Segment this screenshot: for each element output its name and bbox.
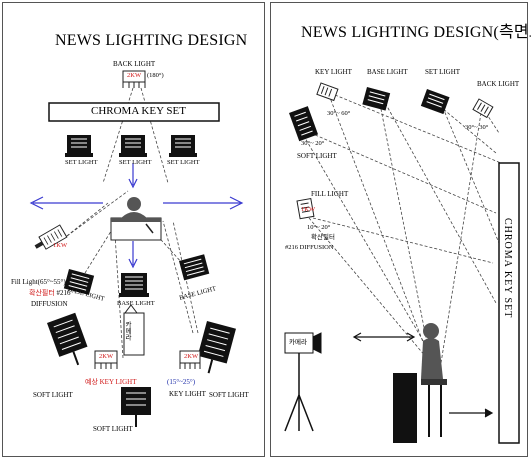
side-key-angle: 30°~ 60°	[327, 110, 351, 117]
side-fill-light-label: FILL LIGHT	[311, 190, 349, 198]
side-view-title: NEWS LIGHTING DESIGN(측면도)	[301, 24, 531, 41]
side-soft-light-label: SOFT LIGHT	[297, 152, 337, 160]
anchor-desk	[110, 197, 162, 241]
side-camera-tripod	[284, 332, 322, 432]
side-set-light-label: SET LIGHT	[425, 68, 461, 76]
side-soft-angle: 30°~ 20°	[301, 140, 325, 147]
side-back-angle: 30°~ 30°	[465, 124, 489, 131]
soft-light-label-3: SOFT LIGHT	[209, 391, 249, 399]
front-view-panel: NEWS LIGHTING DESIGN BACK LIGHT 2KW (180…	[2, 2, 265, 457]
spare-key-power: 2KW	[99, 353, 114, 360]
set-light-label-2: SET LIGHT	[119, 159, 152, 166]
side-base-light-fixture	[362, 87, 391, 111]
side-set-light-fixture	[420, 89, 450, 115]
front-view-drawing	[29, 70, 244, 427]
side-back-light-label: BACK LIGHT	[477, 80, 520, 88]
soft-light-label-1: SOFT LIGHT	[33, 391, 73, 399]
chroma-key-set-bar	[48, 102, 220, 122]
side-fill-diffusion: #216 DIFFUSION	[285, 244, 334, 251]
soft-light-fixtures	[46, 312, 236, 427]
camera-label: 카메라	[123, 321, 131, 341]
side-view-drawing	[284, 82, 520, 444]
fill-light-filter: 확산필터 #216	[29, 289, 71, 297]
side-view-panel: NEWS LIGHTING DESIGN(측면도) KEY LIGHT BASE…	[270, 2, 531, 457]
base-light-label-2: BASE LIGHT	[117, 300, 155, 307]
key-light-power: 2KW	[184, 353, 199, 360]
camera-distance-arrow	[352, 332, 416, 342]
back-light-angle: (180°)	[147, 72, 164, 79]
soft-light-label-2: SOFT LIGHT	[93, 425, 133, 433]
camera-fixture	[123, 304, 145, 356]
base-light-fixtures	[63, 254, 210, 297]
set-light-label-3: SET LIGHT	[167, 159, 200, 166]
key-light-label: KEY LIGHT	[169, 390, 206, 398]
side-key-light-fixture	[316, 82, 339, 102]
side-fill-filter: 확산필터	[311, 234, 335, 241]
side-soft-light-fixture	[289, 106, 319, 142]
back-light-power: 2KW	[127, 72, 142, 79]
chroma-key-set-label: CHROMA KEY SET	[91, 105, 186, 117]
direction-arrows	[29, 163, 244, 269]
set-light-fixtures	[65, 135, 197, 157]
side-fill-angle: 10°~ 20°	[307, 224, 331, 231]
back-light-label: BACK LIGHT	[113, 60, 156, 68]
back-light-fixture	[122, 70, 146, 88]
spare-key-light-fixture	[94, 350, 118, 369]
spare-key-light-label: 예상 KEY LIGHT	[85, 378, 137, 386]
side-fill-power: 1KW	[301, 206, 316, 213]
side-beam-lines	[300, 94, 502, 364]
side-anchor-figure	[393, 323, 447, 443]
fill-light-label: Fill Light(65°~55°)	[11, 278, 66, 286]
fill-light-power: 1KW	[53, 242, 68, 249]
side-chroma-key-label: CHROMA KEY SET	[502, 218, 513, 319]
side-back-light-fixture	[472, 98, 494, 119]
side-chroma-key-board	[498, 162, 520, 444]
side-camera-label: 카메라	[289, 339, 307, 346]
key-light-fixture	[179, 350, 201, 369]
front-view-title: NEWS LIGHTING DESIGN	[55, 32, 248, 49]
side-key-light-label: KEY LIGHT	[315, 68, 352, 76]
fill-light-diffusion: DIFFUSION	[31, 300, 68, 308]
side-base-light-label: BASE LIGHT	[367, 68, 408, 76]
fill-light-fixture	[34, 224, 68, 250]
board-distance-arrow	[449, 408, 494, 418]
set-light-label-1: SET LIGHT	[65, 159, 98, 166]
key-light-angle: (15°~25°)	[167, 378, 196, 386]
side-fill-light-fixture	[296, 197, 315, 220]
